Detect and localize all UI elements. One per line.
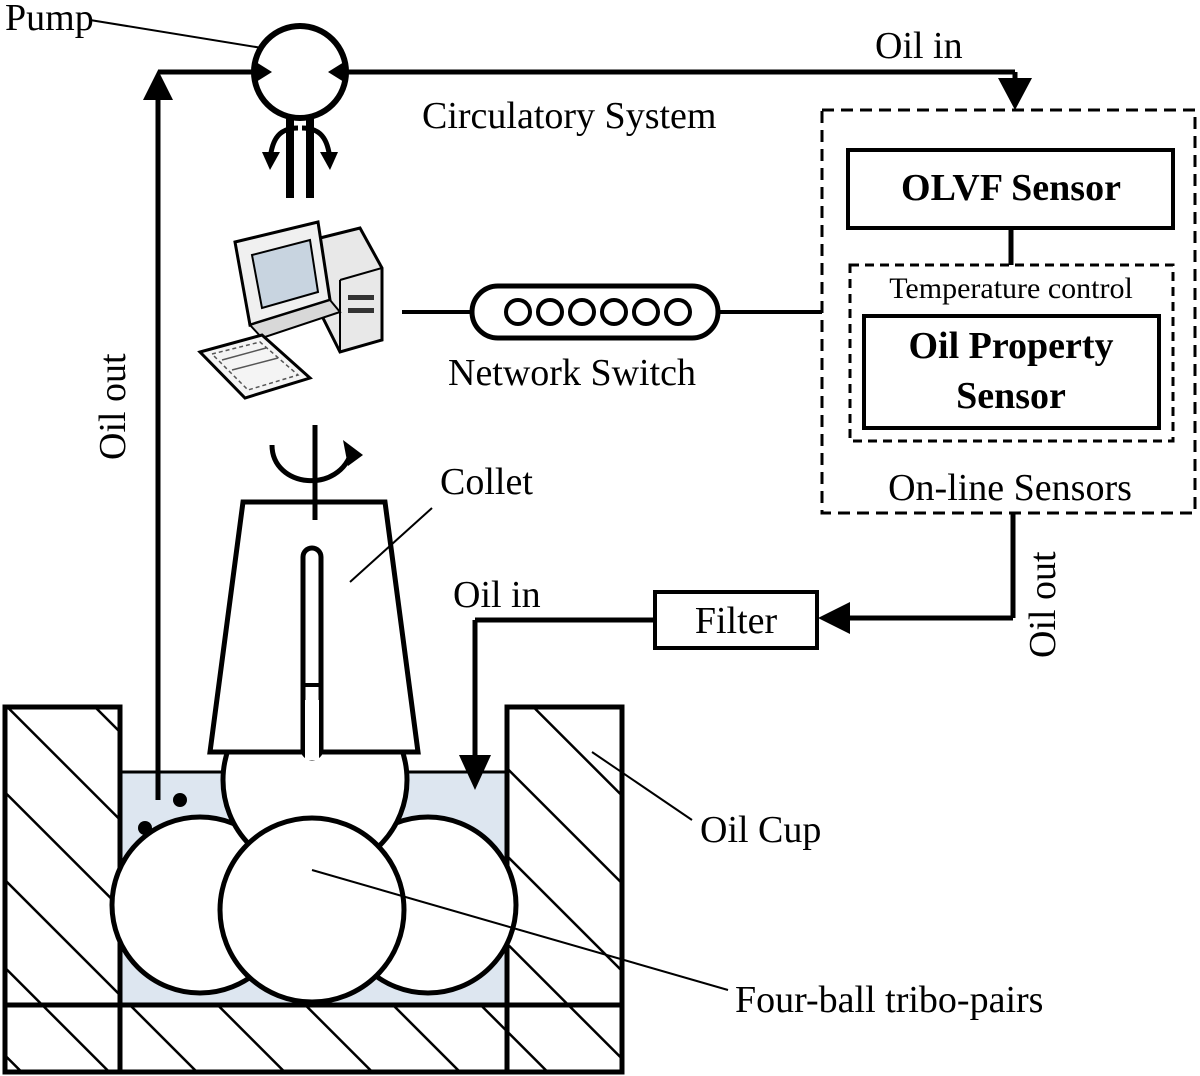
pump-label: Pump (5, 0, 94, 39)
oil-in-top-pipe (346, 69, 1032, 110)
circulatory-system-label: Circulatory System (422, 95, 716, 137)
computer-icon (197, 220, 384, 400)
oil-property-sensor-box (862, 314, 1161, 430)
temperature-control-label: Temperature control (889, 272, 1133, 305)
oil-property-label-line2: Sensor (956, 375, 1066, 417)
oil-cup-label: Oil Cup (700, 809, 821, 851)
four-ball-leader (311, 869, 729, 991)
olvf-sensor-label: OLVF Sensor (901, 167, 1121, 209)
filter-box (653, 590, 819, 650)
oil-out-left-label: Oil out (92, 353, 134, 460)
oil-in-bottom-pipe (459, 617, 655, 790)
temperature-control-box (848, 263, 1175, 443)
oil-in-top-label: Oil in (875, 25, 963, 67)
collet-leader (349, 507, 433, 583)
oil-out-right-pipe (818, 513, 1016, 634)
oil-out-right-label: Oil out (1022, 551, 1064, 658)
online-sensors-box (820, 108, 1197, 515)
oil-cup-leader (591, 751, 693, 821)
four-ball-label: Four-ball tribo-pairs (735, 979, 1043, 1021)
pump-leader (89, 19, 263, 49)
pump (251, 23, 349, 198)
collet (207, 499, 421, 761)
network-switch-label: Network Switch (448, 352, 696, 394)
oil-property-label-line1: Oil Property (908, 325, 1113, 367)
rotation-arrow-icon (269, 425, 363, 520)
ball-front (217, 815, 407, 1005)
oil-in-bottom-label: Oil in (453, 574, 541, 616)
oil-out-left-pipe (143, 69, 252, 800)
online-sensors-label: On-line Sensors (888, 467, 1132, 509)
network-switch-icon (469, 283, 721, 341)
filter-label: Filter (695, 600, 778, 642)
oil-bubble (173, 793, 187, 807)
collet-label: Collet (440, 461, 533, 503)
